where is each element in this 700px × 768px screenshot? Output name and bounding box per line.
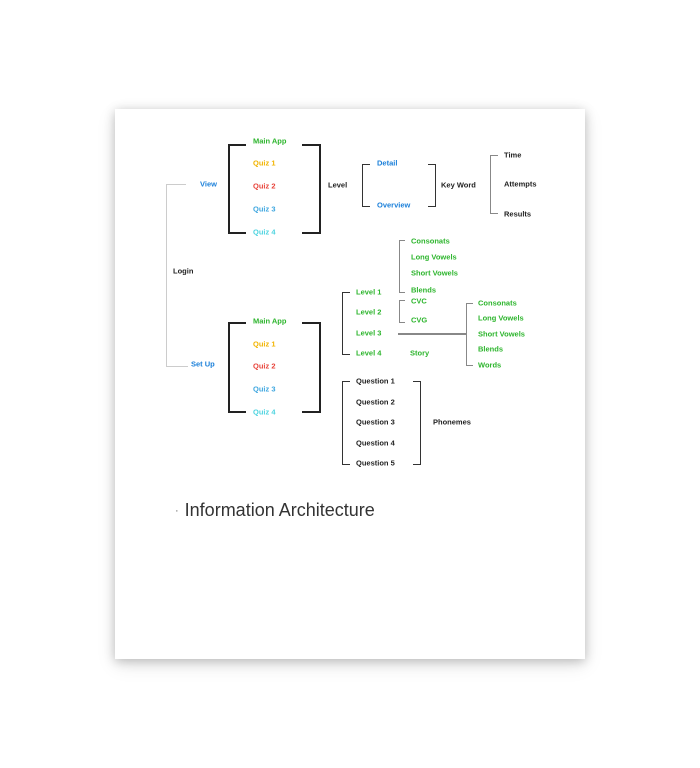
level2-cvc: CVC — [411, 296, 427, 306]
view-item-quiz-2: Quiz 2 — [253, 181, 276, 191]
setup-item-main-app: Main App — [253, 316, 287, 326]
setup-item-quiz-3: Quiz 3 — [253, 384, 276, 394]
caption-text: Information Architecture — [184, 500, 375, 520]
setup-right-bracket — [302, 322, 321, 413]
stat-time: Time — [504, 150, 522, 160]
stats-bracket — [490, 155, 498, 214]
level3-items-bracket — [466, 303, 473, 366]
view-left-bracket — [228, 144, 246, 234]
level1-items-bracket — [399, 240, 405, 293]
setup-item-quiz-4: Quiz 4 — [253, 407, 276, 417]
setup-label: Set Up — [191, 359, 215, 369]
level2-cvg: CVG — [411, 315, 428, 325]
level1-consonats: Consonats — [411, 236, 450, 246]
level3-blends: Blends — [478, 344, 504, 354]
level4-story: Story — [410, 348, 430, 358]
modes-right-bracket — [428, 164, 436, 207]
diagram-card — [115, 109, 585, 659]
level3-consonats: Consonats — [478, 298, 517, 308]
stat-attempts: Attempts — [504, 179, 537, 189]
view-level-label: Level — [328, 180, 348, 190]
mode-overview: Overview — [377, 200, 411, 210]
level2-items-bracket — [399, 300, 405, 323]
phonemes-label: Phonemes — [433, 417, 471, 427]
view-item-quiz-1: Quiz 1 — [253, 158, 276, 168]
root-to-setup-line — [166, 366, 188, 367]
diagram-caption: · Information Architecture — [175, 500, 375, 521]
root-vertical-line — [166, 184, 167, 367]
level1-long-vowels: Long Vowels — [411, 252, 457, 262]
caption-bullet: · — [175, 505, 179, 518]
setup-left-bracket — [228, 322, 246, 413]
level3-connector — [398, 333, 467, 335]
level-3: Level 3 — [356, 328, 382, 338]
setup-item-quiz-1: Quiz 1 — [253, 339, 276, 349]
level3-short-vowels: Short Vowels — [478, 329, 525, 339]
view-right-bracket — [302, 144, 321, 234]
question-2: Question 2 — [356, 397, 395, 407]
level-2: Level 2 — [356, 307, 382, 317]
level1-blends: Blends — [411, 285, 437, 295]
setup-item-quiz-2: Quiz 2 — [253, 361, 276, 371]
mode-detail: Detail — [377, 158, 398, 168]
level1-short-vowels: Short Vowels — [411, 268, 458, 278]
modes-left-bracket — [362, 164, 370, 207]
view-item-quiz-4: Quiz 4 — [253, 227, 276, 237]
questions-right-bracket — [413, 381, 421, 465]
questions-left-bracket — [342, 381, 350, 465]
view-item-quiz-3: Quiz 3 — [253, 204, 276, 214]
level-1: Level 1 — [356, 287, 382, 297]
question-5: Question 5 — [356, 458, 395, 468]
level3-long-vowels: Long Vowels — [478, 313, 524, 323]
view-item-main-app: Main App — [253, 136, 287, 146]
view-label: View — [200, 179, 217, 189]
question-4: Question 4 — [356, 438, 395, 448]
stat-results: Results — [504, 209, 532, 219]
question-1: Question 1 — [356, 376, 395, 386]
login-label: Login — [173, 266, 194, 276]
level3-words: Words — [478, 360, 502, 370]
root-to-view-line — [166, 184, 186, 185]
levels-bracket — [342, 292, 350, 355]
question-3: Question 3 — [356, 417, 395, 427]
level-4: Level 4 — [356, 348, 382, 358]
keyword-label: Key Word — [441, 180, 476, 190]
